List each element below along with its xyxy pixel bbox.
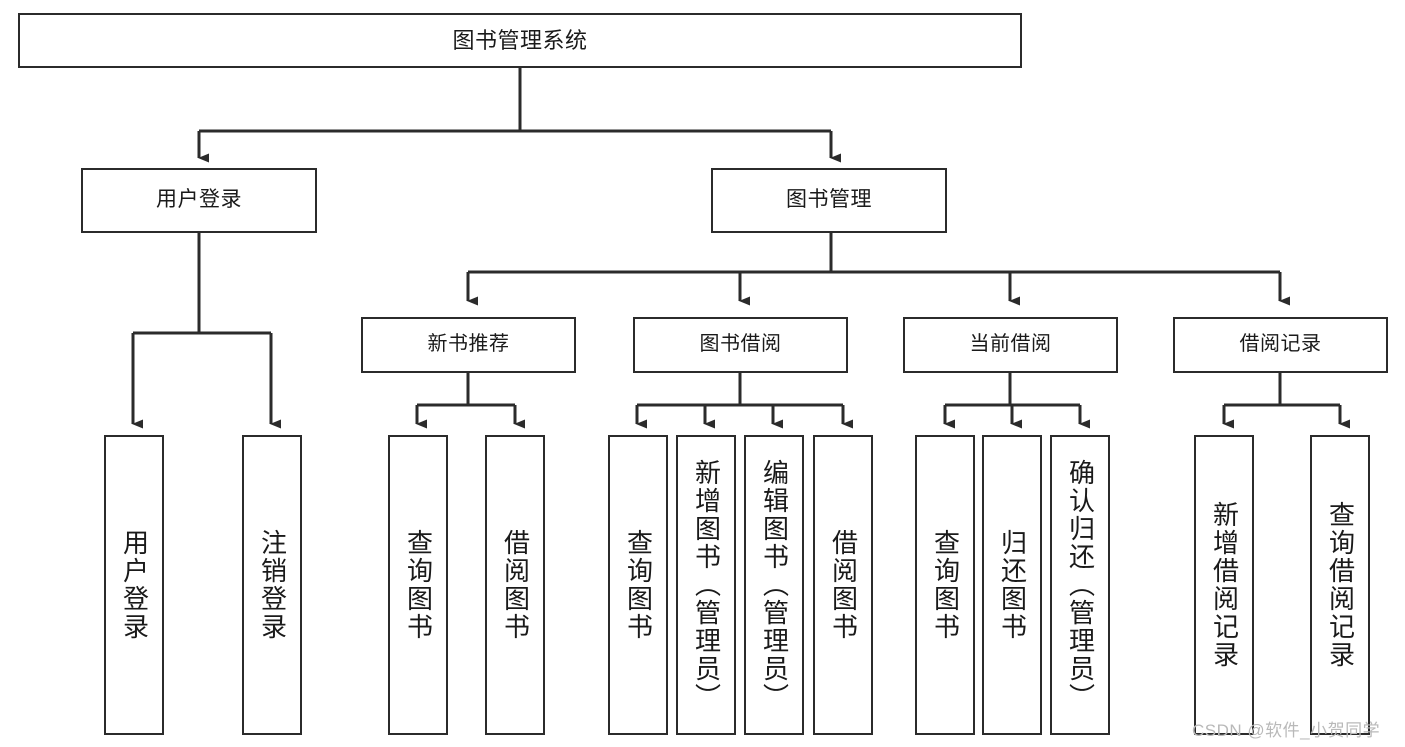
node-label: 归还图书	[997, 529, 1028, 641]
node-label: 新增图书（管理员）	[691, 459, 722, 711]
node-new-book-recommend[interactable]: 新书推荐	[361, 317, 576, 373]
node-label: 借阅图书	[828, 529, 859, 641]
leaf-borrow-edit-book-admin[interactable]: 编辑图书（管理员）	[744, 435, 804, 735]
leaf-record-add-record[interactable]: 新增借阅记录	[1194, 435, 1254, 735]
leaf-current-return-book[interactable]: 归还图书	[982, 435, 1042, 735]
node-label: 借阅记录	[1239, 333, 1322, 356]
node-label: 图书管理	[786, 188, 872, 212]
node-label: 注销登录	[257, 529, 288, 641]
node-label: 确认归还（管理员）	[1065, 459, 1096, 711]
node-label: 借阅图书	[500, 529, 531, 641]
leaf-recommend-borrow-book[interactable]: 借阅图书	[485, 435, 545, 735]
node-label: 编辑图书（管理员）	[759, 459, 790, 711]
node-label: 查询图书	[930, 529, 961, 641]
leaf-current-confirm-return-admin[interactable]: 确认归还（管理员）	[1050, 435, 1110, 735]
node-label: 当前借阅	[969, 333, 1052, 356]
node-label: 查询图书	[623, 529, 654, 641]
node-label: 新书推荐	[427, 333, 510, 356]
node-root-system[interactable]: 图书管理系统	[18, 13, 1022, 68]
node-current-borrow[interactable]: 当前借阅	[903, 317, 1118, 373]
leaf-current-query-book[interactable]: 查询图书	[915, 435, 975, 735]
node-label: 图书管理系统	[452, 27, 588, 53]
leaf-recommend-query-book[interactable]: 查询图书	[388, 435, 448, 735]
leaf-user-login-logout[interactable]: 注销登录	[242, 435, 302, 735]
node-user-login[interactable]: 用户登录	[81, 168, 317, 233]
leaf-borrow-borrow-book[interactable]: 借阅图书	[813, 435, 873, 735]
leaf-record-query-record[interactable]: 查询借阅记录	[1310, 435, 1370, 735]
node-label: 图书借阅	[699, 333, 782, 356]
leaf-borrow-add-book-admin[interactable]: 新增图书（管理员）	[676, 435, 736, 735]
node-label: 查询借阅记录	[1325, 501, 1356, 669]
node-label: 用户登录	[156, 188, 242, 212]
node-book-management[interactable]: 图书管理	[711, 168, 947, 233]
node-book-borrow[interactable]: 图书借阅	[633, 317, 848, 373]
node-label: 查询图书	[403, 529, 434, 641]
node-label: 新增借阅记录	[1209, 501, 1240, 669]
leaf-user-login-login[interactable]: 用户登录	[104, 435, 164, 735]
node-borrow-record[interactable]: 借阅记录	[1173, 317, 1388, 373]
csdn-watermark: CSDN @软件_小贺同学	[1192, 721, 1381, 740]
node-label: 用户登录	[119, 529, 150, 641]
leaf-borrow-query-book[interactable]: 查询图书	[608, 435, 668, 735]
